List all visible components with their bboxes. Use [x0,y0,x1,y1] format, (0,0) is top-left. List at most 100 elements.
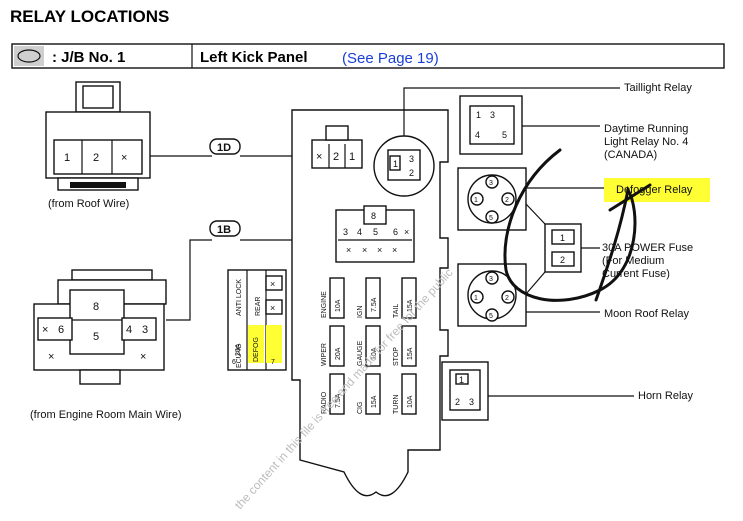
engine-pin-4: 4 [126,324,132,336]
svg-text:×: × [362,245,367,255]
svg-text:1: 1 [459,375,464,385]
svg-text:5: 5 [373,227,378,237]
svg-text:2: 2 [409,168,414,178]
svg-text:×: × [392,245,397,255]
leader-1b [166,239,212,321]
svg-text:1: 1 [349,151,355,163]
svg-text:8: 8 [371,211,376,221]
connector-1b: 8 3 4 5 6 × × × × × [335,205,415,263]
svg-text:3: 3 [490,110,495,120]
drl-relay-label-2: Light Relay No. 4 [604,136,688,148]
fuse-amp-cig: 15A [371,395,378,408]
fuse-slot-tail [401,277,417,319]
fuse-amp-engine: 10A [335,299,342,312]
svg-text:1: 1 [476,110,481,120]
fuse-slot-gauge [365,325,381,367]
svg-text:3: 3 [343,227,348,237]
jb-symbol-icon [17,49,41,63]
fuse-name-gauge: GAUGE [357,340,364,366]
fuse-amp-gauge: 10A [371,347,378,360]
fuse-amp-stop: 15A [407,347,414,360]
engine-pin-x1: × [42,324,48,336]
fuse-name-stop: STOP [393,347,400,366]
fuse-amp-ign: 7.5A [371,297,378,312]
svg-text:5: 5 [489,215,493,222]
fuse-slot-radio [329,373,345,415]
taillight-relay: 3 2 1 [373,135,435,197]
power-fuse: 1 2 [544,223,582,273]
roof-pin-2: 2 [93,152,99,164]
power-fuse-label-3: Current Fuse) [602,268,670,280]
taillight-relay-label: Taillight Relay [624,82,692,94]
svg-text:×: × [270,303,275,313]
svg-text:1D: 1D [217,142,231,154]
fuse-name-turn: TURN [393,395,400,414]
svg-text:1B: 1B [217,224,231,236]
svg-text:REAR: REAR [255,297,262,316]
power-fuse-label-1: 30A POWER Fuse [602,242,693,254]
svg-text:2: 2 [560,255,565,265]
fuse-name-wiper: WIPER [321,343,328,366]
engine-pin-x3: × [140,351,146,363]
fuse-slot-engine [329,277,345,319]
engine-pin-6: 6 [58,324,64,336]
fuse-name-radio: RADIO [321,391,328,414]
svg-text:1: 1 [560,233,565,243]
svg-text:6: 6 [232,359,236,366]
horn-relay-label: Horn Relay [638,390,694,402]
svg-text:3: 3 [409,154,414,164]
page-title: RELAY LOCATIONS [10,7,169,26]
roof-pin-1: 1 [64,152,70,164]
fuse-slot-cig [365,373,381,415]
svg-text:2: 2 [505,197,509,204]
svg-text:1: 1 [474,295,478,302]
fuse-amp-tail: 15A [407,299,414,312]
see-page-link[interactable]: (See Page 19) [342,50,439,67]
svg-text:3: 3 [489,276,493,283]
fuse-name-engine: ENGINE [321,291,328,318]
engine-pin-5: 5 [93,331,99,343]
tag-1b: 1B [209,220,241,237]
svg-text:20A: 20A [235,343,242,356]
engine-pin-x2: × [48,351,54,363]
svg-text:ANTI LOCK: ANTI LOCK [236,279,243,316]
tag-1d: 1D [209,138,241,155]
fuse-amp-turn: 10A [407,395,414,408]
svg-text:1: 1 [393,159,398,169]
drl-relay-label-3: (CANADA) [604,149,657,161]
horn-relay: 1 2 3 [441,361,489,421]
fuse-name-ign: IGN [357,306,364,318]
header-bar [11,43,725,69]
connector-1d: × 2 1 [311,125,363,169]
jb-label: : J/B No. 1 [52,49,125,66]
svg-text:3: 3 [469,397,474,407]
drl-relay-label-1: Daytime Running [604,123,688,135]
drl-relay: 1 3 4 5 [459,95,523,155]
marker-stroke [608,183,652,212]
svg-text:ECU-IG: ECU-IG [236,344,243,369]
defogger-relay: 3 1 2 5 [457,167,527,231]
left-fuse-block: ECU-IG REAR ANTI LOCK × × DEFOG 6 20A 7 [227,269,287,371]
engine-room-connector: 8 × 6 5 4 3 × × [33,269,167,385]
fuse-slot-turn [401,373,417,415]
svg-text:×: × [270,279,275,289]
fuse-slot-stop [401,325,417,367]
svg-text:DEFOG: DEFOG [253,337,260,362]
svg-text:6: 6 [393,227,398,237]
svg-text:3: 3 [489,180,493,187]
svg-text:2: 2 [455,397,460,407]
svg-text:5: 5 [502,130,507,140]
power-fuse-label-2: (For Medium [602,255,664,267]
svg-text:×: × [316,151,322,163]
engine-pin-8: 8 [93,301,99,313]
svg-text:4: 4 [357,227,362,237]
roof-wire-connector: 1 2 × [45,81,151,191]
svg-text:×: × [346,245,351,255]
svg-text:×: × [404,227,409,237]
svg-text:2: 2 [505,295,509,302]
fuse-amp-radio: 7.5A [335,393,342,408]
fuse-name-cig: CIG [357,402,364,414]
